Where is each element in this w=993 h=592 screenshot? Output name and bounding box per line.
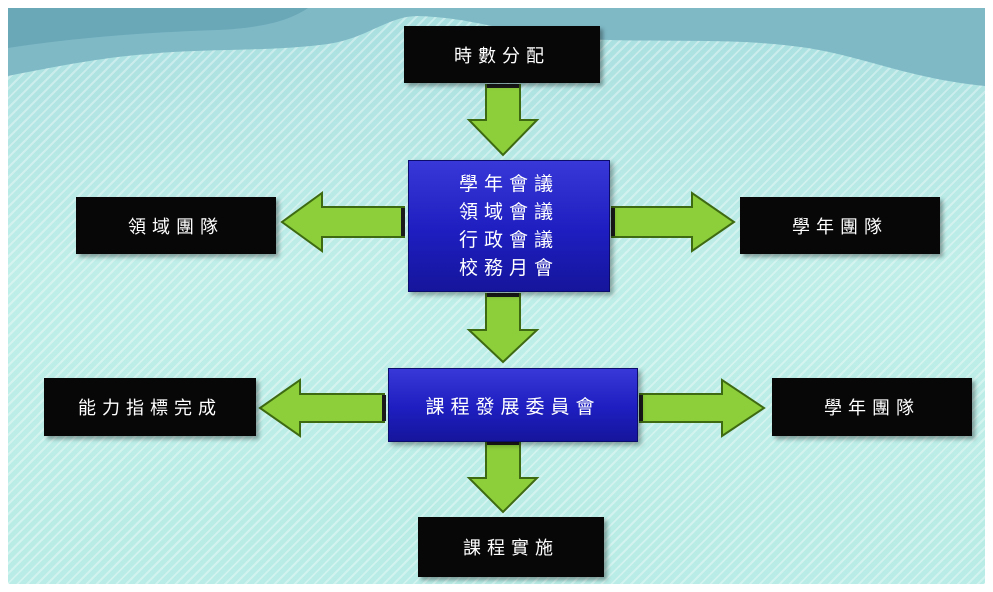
arrow-left-upper	[280, 191, 405, 253]
node-left-upper: 領域團隊	[76, 197, 276, 254]
center-lines: 學年會議 領域會議 行政會議 校務月會	[459, 170, 559, 282]
center-line-4: 校務月會	[458, 257, 559, 279]
node-bottom: 課程實施	[418, 517, 604, 577]
node-left-lower-label: 能力指標完成	[78, 398, 222, 419]
node-top-label: 時數分配	[454, 45, 550, 67]
sea-shape	[8, 8, 985, 86]
node-right-upper: 學年團隊	[740, 197, 940, 254]
arrow-left-lower	[258, 378, 385, 438]
center-line-3: 行政會議	[458, 229, 559, 251]
arrow-down-top	[466, 84, 540, 157]
node-center: 學年會議 領域會議 行政會議 校務月會	[408, 160, 610, 292]
node-bottom-label: 課程實施	[463, 538, 559, 559]
center-line-1: 學年會議	[458, 173, 559, 195]
node-right-upper-label: 學年團隊	[792, 216, 888, 238]
arrow-down-middle	[466, 293, 540, 364]
node-left-upper-label: 領域團隊	[128, 216, 224, 238]
arrow-down-bottom	[466, 441, 540, 514]
node-top: 時數分配	[404, 26, 600, 83]
node-right-lower-label: 學年團隊	[824, 398, 920, 419]
arrow-right-lower	[639, 378, 766, 438]
arrow-right-upper	[611, 191, 736, 253]
node-left-lower: 能力指標完成	[44, 378, 256, 436]
node-right-lower: 學年團隊	[772, 378, 972, 436]
node-committee-label: 課程發展委員會	[425, 395, 601, 418]
center-line-2: 領域會議	[458, 201, 559, 223]
node-committee: 課程發展委員會	[388, 368, 638, 442]
